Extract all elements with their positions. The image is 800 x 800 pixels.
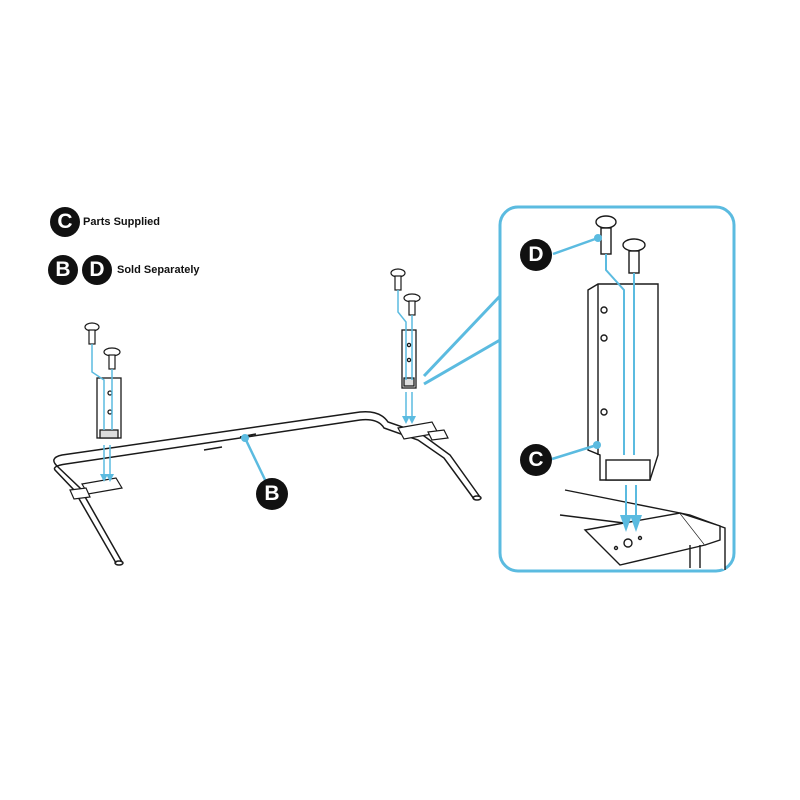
legend-sold-separately: B D Sold Separately	[48, 255, 200, 285]
right-bracket	[401, 329, 417, 389]
frame-callout-badge: B	[256, 478, 288, 510]
separate-badge-b: B	[48, 255, 78, 285]
guide-arrows	[100, 416, 416, 482]
frame-callout-leader	[241, 434, 270, 487]
right-mount-plate	[397, 421, 449, 441]
supplied-badge: C	[50, 207, 80, 237]
separate-badge-d: D	[82, 255, 112, 285]
left-mount-plate	[69, 477, 123, 500]
zoom-connector	[422, 294, 502, 386]
guide-lines	[91, 290, 413, 478]
supplied-text: Parts Supplied	[83, 216, 161, 228]
detail-guide-arrows	[620, 515, 642, 532]
separate-text: Sold Separately	[117, 264, 200, 276]
detail-guide-lines	[605, 254, 637, 520]
detail-base-plate	[559, 489, 726, 570]
bracket-callout-leader	[551, 441, 601, 461]
right-screws	[390, 268, 421, 316]
left-screws	[84, 322, 121, 370]
legend-parts-supplied: C Parts Supplied	[50, 207, 160, 237]
bracket-callout-badge: C	[520, 444, 552, 476]
screw-callout-leader	[552, 234, 602, 256]
left-bracket	[96, 377, 122, 439]
screw-callout-badge: D	[520, 239, 552, 271]
